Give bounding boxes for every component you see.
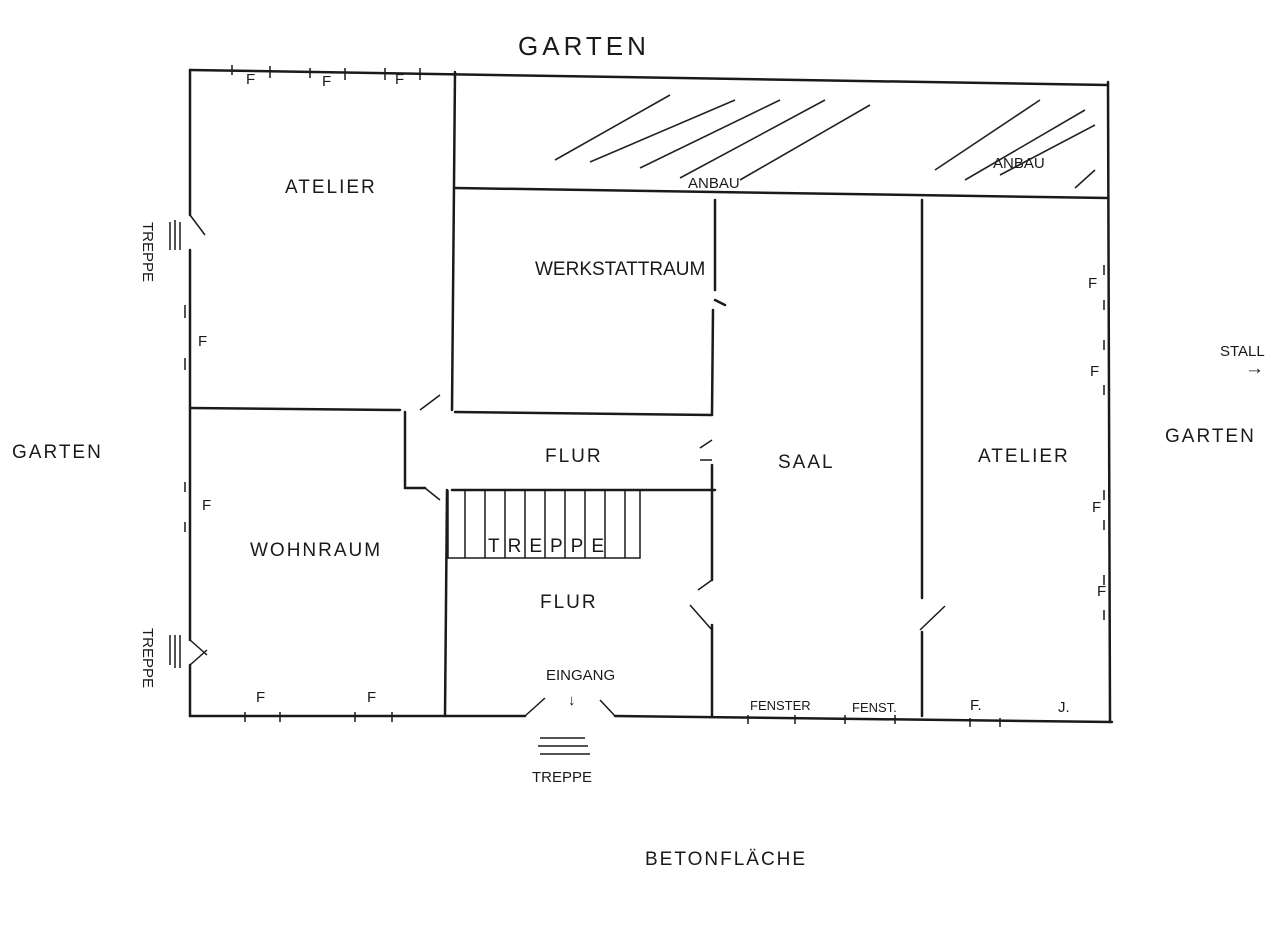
symbol-j: J. [1058, 699, 1070, 716]
label-garten-right: GARTEN [1165, 426, 1256, 447]
stair-left-icon [169, 220, 181, 668]
room-saal: SAAL [778, 452, 835, 473]
window-f: F [246, 71, 255, 88]
window-fenster: FENSTER [750, 698, 811, 713]
window-labels: F F F F F F F F F F F FENSTER FENST. F. … [198, 71, 1106, 716]
room-werkstattraum: WERKSTATTRAUM [535, 259, 705, 280]
stall-arrow-icon: → [1245, 358, 1266, 379]
window-f: F [1090, 363, 1099, 380]
room-wohnraum: WOHNRAUM [250, 540, 382, 561]
window-f: F [322, 73, 331, 90]
outer-walls [188, 68, 1114, 724]
room-anbau-2: ANBAU [993, 155, 1045, 172]
door-left [189, 214, 208, 666]
window-f: F [1088, 275, 1097, 292]
label-treppe-entrance: TREPPE [532, 769, 592, 786]
label-betonflaeche: BETONFLÄCHE [645, 849, 807, 870]
window-fenst: FENST. [852, 700, 897, 715]
window-ticks [184, 65, 1105, 727]
window-f: F [1097, 583, 1106, 600]
entrance-arrow-icon: ↓ [568, 692, 576, 709]
label-stall: STALL [1220, 343, 1265, 360]
entrance-stair-icon [538, 737, 590, 755]
window-f: F [202, 497, 211, 514]
label-treppe-left-upper: TREPPE [139, 222, 156, 282]
anbau [450, 70, 1110, 412]
room-treppe-inner: TREPPE [488, 536, 612, 557]
room-atelier-left: ATELIER [285, 177, 377, 198]
label-treppe-left-lower: TREPPE [139, 628, 156, 688]
window-f: F [198, 333, 207, 350]
room-atelier-right: ATELIER [978, 446, 1070, 467]
interior-walls [188, 198, 946, 718]
room-flur-lower: FLUR [540, 592, 598, 613]
inner-stairs [447, 490, 641, 559]
label-eingang: EINGANG [546, 667, 615, 684]
window-f-dot: F. [970, 697, 982, 714]
label-garten-top: GARTEN [518, 31, 650, 61]
window-f: F [256, 689, 265, 706]
label-garten-left: GARTEN [12, 442, 103, 463]
room-anbau-1: ANBAU [688, 175, 740, 192]
window-f: F [395, 71, 404, 88]
room-flur-upper: FLUR [545, 446, 603, 467]
window-f: F [367, 689, 376, 706]
window-f: F [1092, 499, 1101, 516]
